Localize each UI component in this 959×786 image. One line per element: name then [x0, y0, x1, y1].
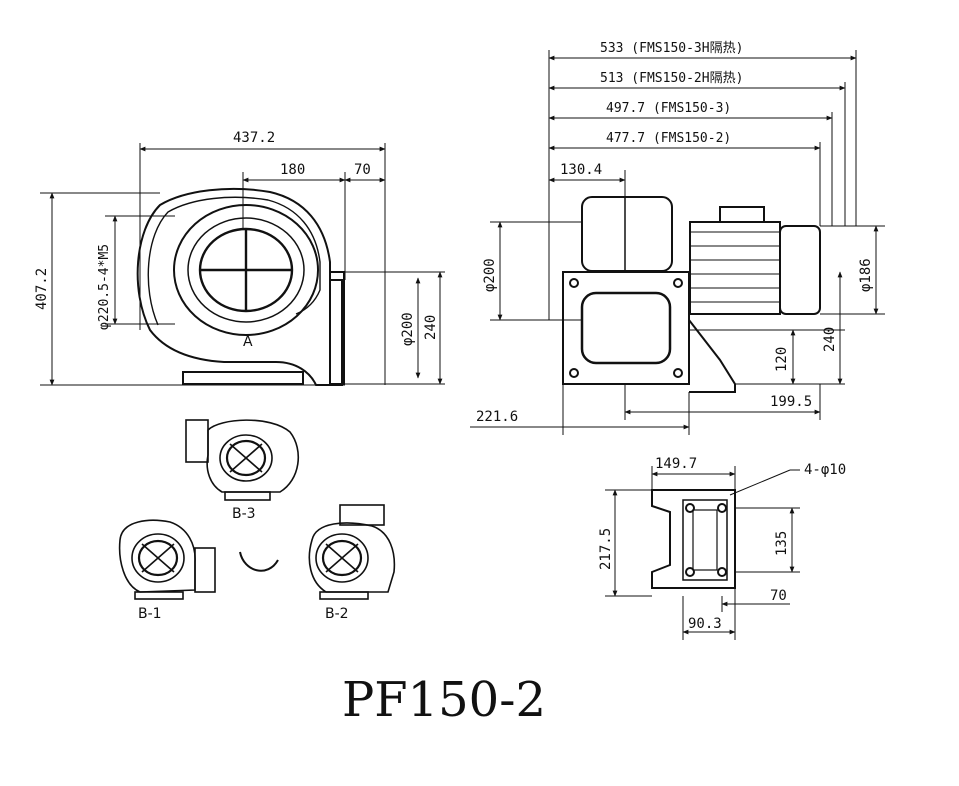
dim-240-label: 240 [822, 327, 838, 352]
motor-body [689, 221, 781, 315]
dim-533-label: 533 (FMS150-3H隔热) [600, 41, 743, 56]
label-b1: B-1 [138, 606, 162, 622]
side-flange [562, 271, 690, 385]
orientation-b1 [118, 519, 216, 600]
side-inlet-dia-label: φ200 [482, 258, 498, 292]
dim-477-label: 477.7 (FMS150-2) [606, 131, 731, 146]
dim-130-label: 130.4 [560, 162, 602, 178]
base-90-label: 90.3 [688, 616, 722, 632]
inlet-ring-outer [173, 204, 319, 336]
base-149-label: 149.7 [655, 456, 697, 472]
front-bolt-label: φ220.5-4*M5 [97, 244, 112, 330]
side-dimensions [470, 50, 885, 435]
front-view [136, 187, 345, 386]
base-inner [682, 499, 728, 581]
base-frame [651, 489, 736, 589]
rotation-arc [239, 551, 279, 572]
base-dimensions [605, 466, 800, 640]
front-dimensions [40, 143, 445, 386]
dim-199-label: 199.5 [770, 394, 812, 410]
motor-fan-cover [779, 225, 821, 315]
base-135-label: 135 [774, 531, 790, 556]
volute-inner-rim [147, 196, 321, 326]
model-title: PF150-2 [342, 672, 546, 728]
dim-120-label: 120 [774, 347, 790, 372]
base-217-label: 217.5 [598, 528, 614, 570]
front-height-label: 407.2 [34, 268, 50, 310]
side-base [688, 319, 736, 393]
orientation-b2 [308, 504, 396, 600]
volute-housing [136, 187, 343, 386]
dim-497-label: 497.7 (FMS150-3) [606, 101, 731, 116]
marker-a: A [243, 334, 253, 350]
motor-terminal-box [719, 206, 765, 223]
front-70-label: 70 [354, 162, 371, 178]
dim-221-label: 221.6 [476, 409, 518, 425]
front-outlet-h-label: 240 [423, 315, 439, 340]
orientation-b3 [185, 419, 299, 501]
motor-dia-label: φ186 [858, 258, 874, 292]
label-b2: B-2 [325, 606, 349, 622]
base-70-label: 70 [770, 588, 787, 604]
side-inlet [580, 291, 672, 365]
front-foot [182, 371, 304, 385]
base-holes-label: 4-φ10 [804, 462, 846, 478]
inlet-ring-mid [187, 217, 305, 323]
front-width-label: 437.2 [233, 130, 275, 146]
side-view [562, 196, 821, 393]
front-180-label: 180 [280, 162, 305, 178]
side-housing-top [581, 196, 673, 272]
label-b3: B-3 [232, 506, 256, 522]
front-outlet-dia-label: φ200 [400, 312, 416, 346]
dim-513-label: 513 (FMS150-2H隔热) [600, 71, 743, 86]
base-view [651, 489, 736, 589]
